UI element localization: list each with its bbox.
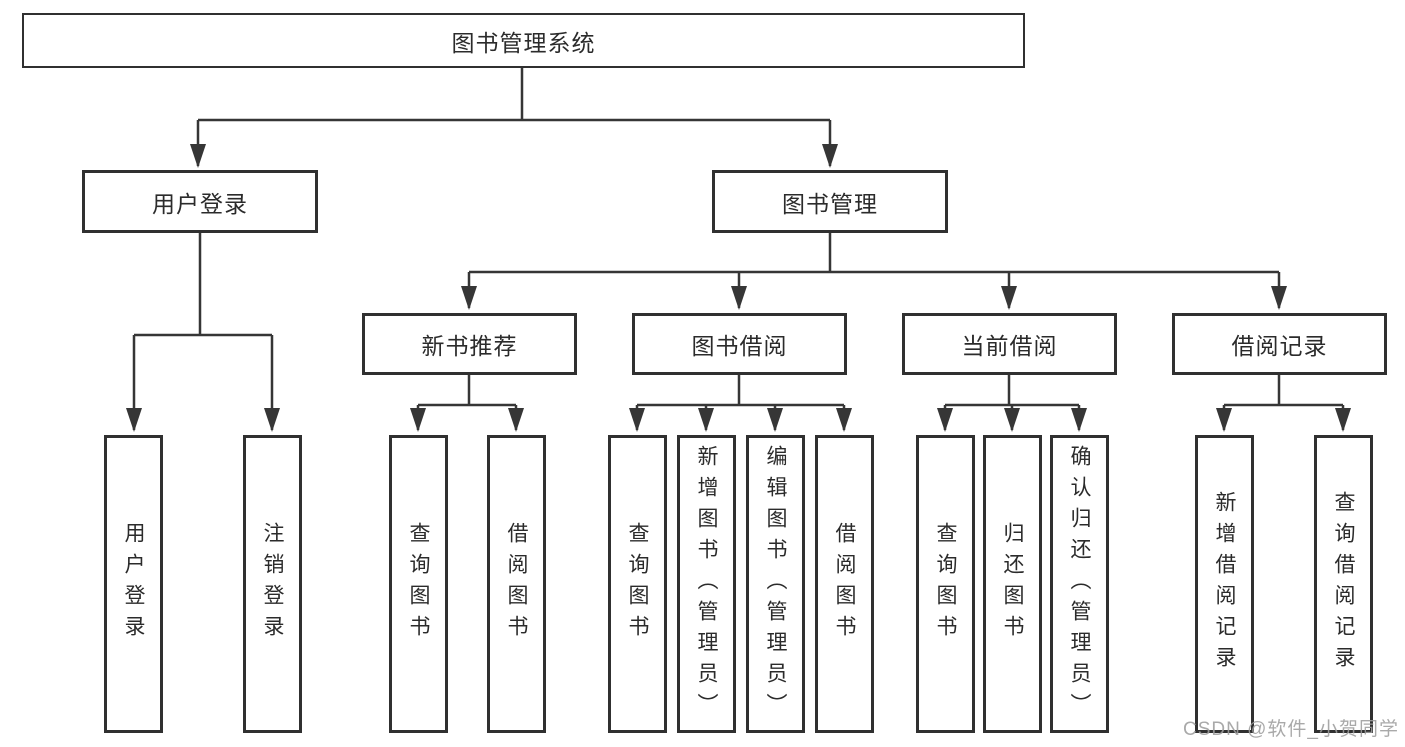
leaf-current-query-books-label: 查询图书 <box>934 522 957 646</box>
leaf-current-return-books-label: 归还图书 <box>1001 522 1024 646</box>
leaf-borrow-add-books-admin: 新增图书（管理员） <box>677 435 736 733</box>
leaf-records-query-record: 查询借阅记录 <box>1314 435 1373 733</box>
leaf-borrow-edit-books-admin-label: 编辑图书（管理员） <box>764 444 787 724</box>
node-user-login: 用户登录 <box>82 170 318 233</box>
leaf-logout-label: 注销登录 <box>261 522 284 646</box>
node-book-borrow-label: 图书借阅 <box>691 333 788 359</box>
node-root-label: 图书管理系统 <box>451 29 596 56</box>
leaf-borrow-query-books: 查询图书 <box>608 435 667 733</box>
node-user-login-label: 用户登录 <box>152 190 248 217</box>
node-new-book-recommend: 新书推荐 <box>362 313 577 375</box>
leaf-user-login: 用户登录 <box>104 435 163 733</box>
leaf-current-return-books: 归还图书 <box>983 435 1042 733</box>
leaf-borrow-query-books-label: 查询图书 <box>626 522 649 646</box>
leaf-records-add-record-label: 新增借阅记录 <box>1213 491 1236 677</box>
leaf-borrow-borrow-books-label: 借阅图书 <box>833 522 856 646</box>
leaf-user-login-label: 用户登录 <box>122 522 145 646</box>
node-book-management-label: 图书管理 <box>782 190 878 217</box>
leaf-borrow-edit-books-admin: 编辑图书（管理员） <box>746 435 805 733</box>
leaf-current-confirm-return-admin: 确认归还（管理员） <box>1050 435 1109 733</box>
node-borrow-records-label: 借阅记录 <box>1231 333 1328 359</box>
connector-path <box>134 68 1343 407</box>
node-root: 图书管理系统 <box>22 13 1025 68</box>
leaf-records-query-record-label: 查询借阅记录 <box>1332 491 1355 677</box>
node-current-borrow: 当前借阅 <box>902 313 1117 375</box>
node-current-borrow-label: 当前借阅 <box>961 333 1058 359</box>
leaf-logout: 注销登录 <box>243 435 302 733</box>
watermark: CSDN @软件_小贺同学 <box>1183 719 1399 740</box>
leaf-borrow-borrow-books: 借阅图书 <box>815 435 874 733</box>
node-book-borrow: 图书借阅 <box>632 313 847 375</box>
node-new-book-recommend-label: 新书推荐 <box>421 333 518 359</box>
leaf-current-confirm-return-admin-label: 确认归还（管理员） <box>1068 444 1091 724</box>
leaf-borrow-add-books-admin-label: 新增图书（管理员） <box>695 444 718 724</box>
node-borrow-records: 借阅记录 <box>1172 313 1387 375</box>
leaf-newrec-borrow-books: 借阅图书 <box>487 435 546 733</box>
leaf-records-add-record: 新增借阅记录 <box>1195 435 1254 733</box>
leaf-newrec-query-books-label: 查询图书 <box>407 522 430 646</box>
leaf-current-query-books: 查询图书 <box>916 435 975 733</box>
leaf-newrec-borrow-books-label: 借阅图书 <box>505 522 528 646</box>
leaf-newrec-query-books: 查询图书 <box>389 435 448 733</box>
node-book-management: 图书管理 <box>712 170 948 233</box>
